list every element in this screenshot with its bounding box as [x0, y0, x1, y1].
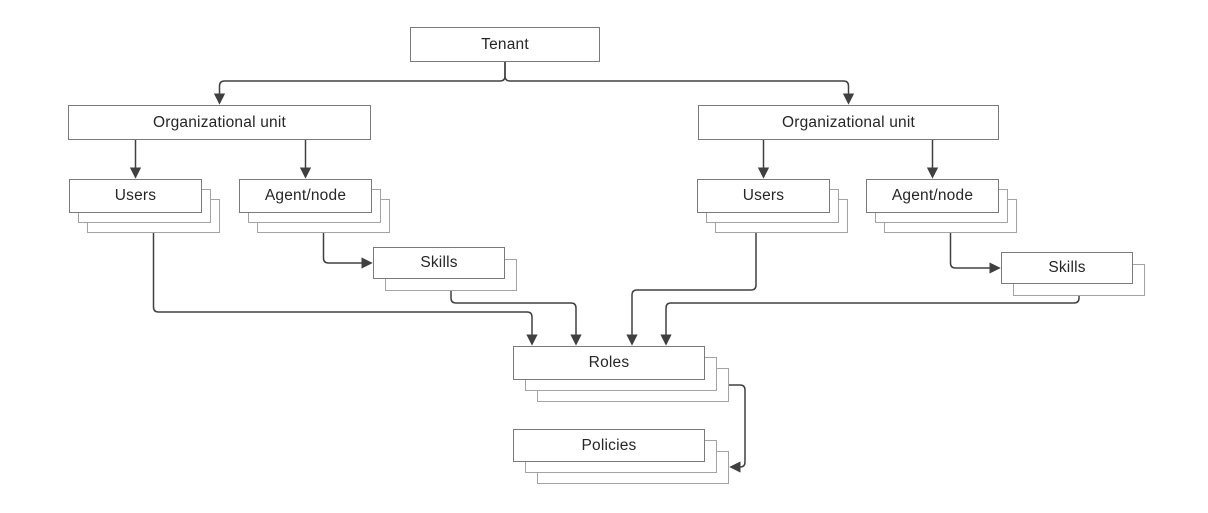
node-agent-left-box: Agent/node [239, 179, 372, 213]
node-ou-left-label: Organizational unit [152, 113, 287, 131]
edge-users-left-roles [152, 233, 538, 346]
node-roles-box: Roles [513, 346, 705, 380]
node-tenant-box: Tenant [410, 27, 600, 62]
node-users-left: Users [69, 179, 220, 233]
node-users-left-box: Users [69, 179, 202, 213]
node-skills-left-box: Skills [373, 247, 505, 279]
node-policies-label: Policies [581, 436, 637, 454]
node-agent-right-label: Agent/node [891, 187, 974, 204]
node-ou-left: Organizational unit [68, 105, 371, 140]
node-skills-right-box: Skills [1001, 252, 1133, 284]
node-agent-right: Agent/node [866, 179, 1017, 233]
edge-tenant-ou-right [504, 62, 855, 105]
node-tenant: Tenant [410, 27, 600, 62]
node-skills-left-label: Skills [420, 254, 458, 271]
edge-agent-left-skills-left [322, 233, 373, 269]
node-users-left-label: Users [114, 187, 157, 204]
node-agent-left-label: Agent/node [264, 187, 347, 204]
node-roles-label: Roles [588, 354, 630, 371]
node-skills-right-label: Skills [1048, 259, 1086, 276]
edge-roles-policies [729, 384, 746, 473]
node-ou-right-box: Organizational unit [698, 105, 999, 140]
edge-agent-right-skills-right [949, 233, 1001, 274]
node-users-right-label: Users [742, 187, 785, 204]
node-users-right-box: Users [697, 179, 830, 213]
node-agent-right-box: Agent/node [866, 179, 999, 213]
edge-skills-right-roles [660, 296, 1080, 346]
node-tenant-label: Tenant [481, 35, 529, 53]
node-agent-left: Agent/node [239, 179, 390, 233]
node-ou-right-label: Organizational unit [781, 113, 916, 131]
node-skills-left: Skills [373, 247, 517, 291]
node-skills-right: Skills [1001, 252, 1145, 296]
node-policies-box: Policies [513, 429, 705, 462]
node-ou-left-box: Organizational unit [68, 105, 371, 140]
node-policies: Policies [513, 429, 729, 484]
edge-tenant-ou-left [213, 62, 506, 105]
node-ou-right: Organizational unit [698, 105, 999, 140]
node-users-right: Users [697, 179, 848, 233]
edge-skills-left-roles [450, 291, 582, 346]
edge-users-right-roles [626, 233, 757, 346]
node-roles: Roles [513, 346, 729, 402]
